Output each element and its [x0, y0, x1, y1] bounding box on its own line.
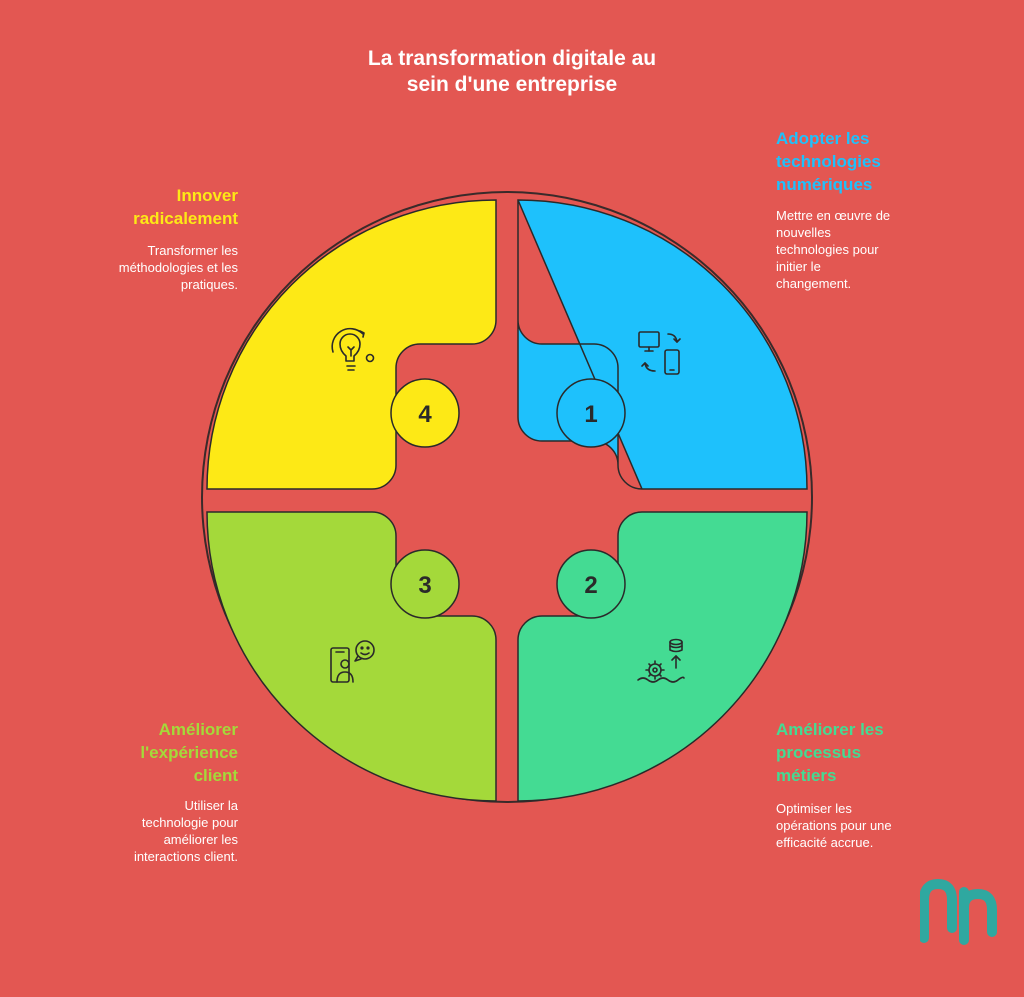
- step-4-description-line: Transformer les: [147, 243, 238, 258]
- title-line-2: sein d'une entreprise: [406, 73, 618, 96]
- step-4-description-line: pratiques.: [180, 277, 238, 292]
- step-number-3: 3: [418, 572, 431, 599]
- gear-database-growth-icon: [637, 638, 685, 683]
- step-4-heading: Innover radicalement: [38, 184, 238, 230]
- step-2-heading-line: Améliorer les: [776, 720, 884, 739]
- step-3-heading: Améliorer l'expérience client: [38, 718, 238, 787]
- step-number-1: 1: [584, 401, 597, 428]
- step-2-description-line: Optimiser les: [776, 801, 852, 816]
- step-badge-2: 2: [556, 549, 626, 619]
- step-3-description-line: interactions client.: [133, 849, 238, 864]
- brand-logo-icon: [920, 878, 997, 945]
- step-3-description: Utiliser la technologie pour améliorer l…: [38, 797, 238, 865]
- step-2-description: Optimiser les opérations pour une effica…: [776, 800, 892, 851]
- title-line-1: La transformation digitale au: [367, 47, 657, 70]
- step-2-heading: Améliorer les processus métiers: [776, 718, 884, 787]
- step-1-description-line: technologies pour: [776, 242, 879, 257]
- step-1-description-line: initier le: [776, 259, 821, 274]
- lightbulb-icon: [331, 327, 375, 371]
- computer-phone-sync-icon: [638, 331, 681, 375]
- step-number-4: 4: [418, 401, 432, 428]
- step-3-description-line: technologie pour: [141, 815, 238, 830]
- step-3-heading-line: Améliorer: [158, 720, 238, 739]
- step-4-heading-line: Innover: [176, 186, 238, 205]
- step-badge-3: 3: [390, 549, 460, 619]
- step-3-heading-line: client: [193, 766, 238, 785]
- step-2-description-line: efficacité accrue.: [776, 835, 874, 850]
- step-1-description-line: nouvelles: [776, 225, 831, 240]
- step-number-2: 2: [584, 572, 597, 599]
- step-1-heading: Adopter les technologies numériques: [776, 127, 881, 196]
- step-1-description-line: changement.: [776, 276, 852, 291]
- step-2-description-line: opérations pour une: [776, 818, 892, 833]
- step-4-heading-line: radicalement: [133, 209, 238, 228]
- step-1-heading-line: numériques: [776, 175, 873, 194]
- step-4-description-line: méthodologies et les: [118, 260, 238, 275]
- step-2-heading-line: métiers: [776, 766, 837, 785]
- customer-smiley-phone-icon: [330, 640, 375, 683]
- quadrant-4: [206, 199, 497, 490]
- step-1-heading-line: technologies: [776, 152, 881, 171]
- step-3-description-line: améliorer les: [163, 832, 238, 847]
- step-3-description-line: Utiliser la: [184, 798, 238, 813]
- step-4-description: Transformer les méthodologies et les pra…: [38, 242, 238, 293]
- quadrant-2: [517, 511, 808, 802]
- step-2-heading-line: processus: [776, 743, 862, 762]
- quadrant-3: [206, 511, 497, 802]
- step-1-description: Mettre en œuvre de nouvelles technologie…: [776, 207, 890, 292]
- page-title: La transformation digitale au sein d'une…: [312, 46, 712, 98]
- step-badge-4: 4: [390, 378, 460, 448]
- step-badge-1: 1: [556, 378, 626, 448]
- step-3-heading-line: l'expérience: [140, 743, 238, 762]
- step-1-description-line: Mettre en œuvre de: [776, 208, 891, 223]
- step-1-heading-line: Adopter les: [776, 129, 870, 148]
